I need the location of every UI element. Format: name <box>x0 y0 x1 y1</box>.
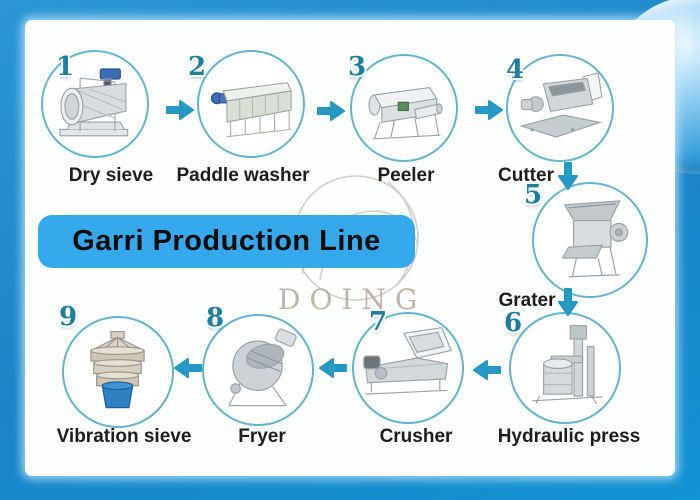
content-panel <box>25 20 675 476</box>
